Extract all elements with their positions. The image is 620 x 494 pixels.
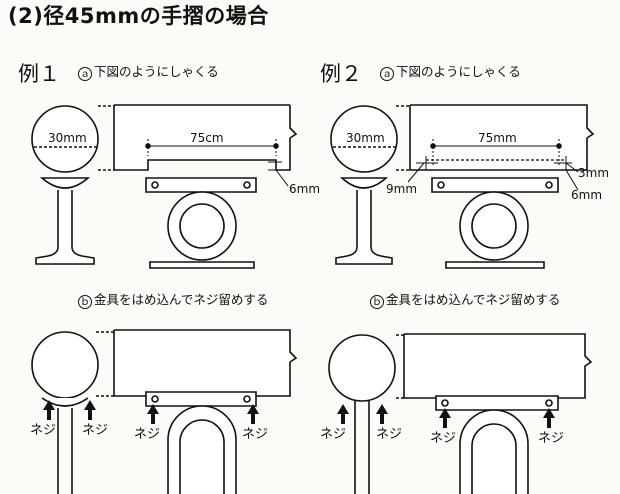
example2-label: 例２	[320, 62, 362, 86]
ex2-right-small-label: 3mm	[578, 166, 610, 180]
ex1-step-b-drawing	[31, 329, 298, 494]
ex1-screw-arrows	[43, 400, 259, 424]
ex1-screw-label-1: ネジ	[30, 423, 57, 438]
ex1-a-bracket-cup	[39, 177, 91, 189]
ex2-b-board	[403, 333, 593, 399]
ex2-step-b-mark: ｂ	[370, 295, 384, 309]
ex1-rail-diameter-label: 30mm	[48, 131, 87, 145]
ex1-screw-label-2: ネジ	[82, 423, 109, 438]
ex2-screw-label-2: ネジ	[376, 427, 403, 442]
ex1-a-post	[35, 190, 95, 265]
ex1-step-b-mark: ｂ	[78, 295, 92, 309]
ex2-rail-diameter-label: 30mm	[346, 131, 385, 145]
ex1-width-label: 75cm	[190, 131, 224, 145]
ex1-step-a-mark: ａ	[78, 67, 92, 81]
ex1-step-a-text: 下図のようにしゃくる	[94, 64, 219, 79]
ex1-screw-label-3: ネジ	[134, 427, 161, 442]
ex1-step-b-text: 金具をはめ込んでネジ留めする	[94, 292, 269, 307]
ex2-step-b-drawing	[328, 333, 593, 494]
ex2-screw-label-1: ネジ	[320, 427, 347, 442]
ex2-step-a-text: 下図のようにしゃくる	[396, 64, 521, 79]
ex2-left-depth-label: 9mm	[386, 182, 418, 196]
ex2-a-board	[409, 104, 595, 171]
ex1-screw-label-4: ネジ	[242, 427, 269, 442]
ex2-screw-label-4: ネジ	[538, 431, 565, 446]
ex2-step-a-mark: ａ	[380, 67, 394, 81]
ex1-a-wall-bracket	[145, 177, 257, 193]
example1-label: 例１	[18, 62, 60, 86]
ex1-b-rail-circle	[31, 331, 99, 399]
ex2-step-b-text: 金具をはめ込んでネジ留めする	[386, 292, 561, 307]
ex2-width-label: 75mm	[478, 131, 517, 145]
ex1-step-a-drawing	[31, 104, 298, 269]
ex2-step-a-drawing	[330, 104, 595, 269]
ex2-screw-label-3: ネジ	[430, 431, 457, 446]
page-title: (2)径45mmの手摺の場合	[8, 4, 269, 28]
ex2-right-large-label: 6mm	[571, 188, 603, 202]
ex2-b-rail-circle	[328, 334, 396, 402]
ex2-screw-arrows	[337, 404, 555, 428]
ex1-depth-label: 6mm	[289, 182, 321, 196]
ex1-b-board	[113, 329, 298, 397]
